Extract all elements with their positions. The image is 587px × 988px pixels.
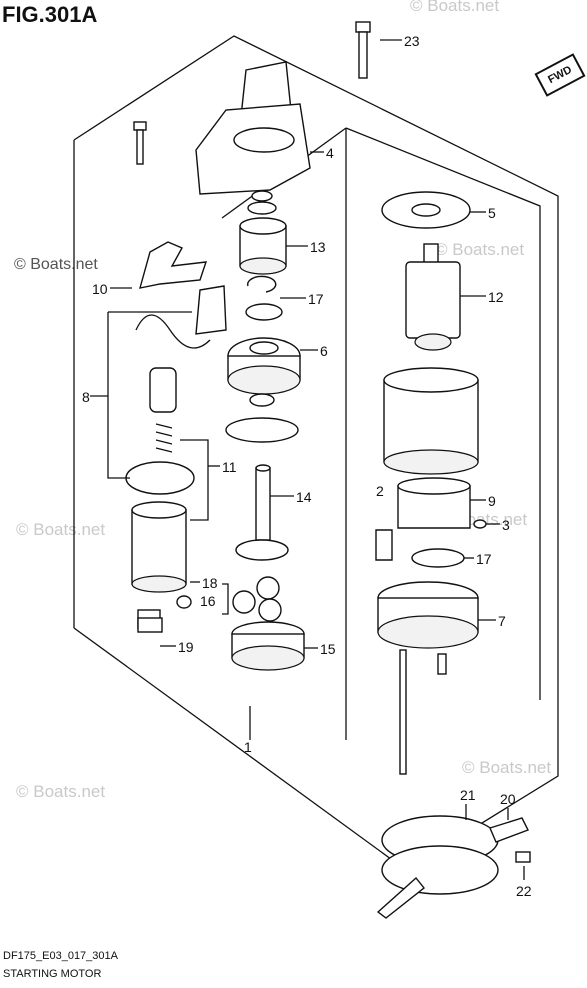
through-bolt	[399, 649, 407, 775]
callout-15: 15	[320, 641, 336, 657]
bolt-housing	[133, 121, 147, 165]
bolt-part-23	[355, 21, 371, 79]
housing-part-4	[195, 61, 311, 195]
watermark-bottom-right: © Boats.net	[462, 758, 552, 777]
callout-22: 22	[516, 883, 532, 899]
snap-ring-part-17	[247, 275, 277, 293]
callout-18: 18	[202, 575, 218, 591]
callout-17-top: 17	[308, 291, 324, 307]
callout-11: 11	[222, 459, 237, 475]
callout-17-bottom: 17	[476, 551, 492, 567]
end-cover-part-7	[377, 581, 479, 649]
watermark-left: © Boats.net	[14, 256, 98, 273]
watermark-bottom-left: © Boats.net	[16, 782, 106, 801]
callout-12: 12	[488, 289, 504, 305]
bolt-part-22	[515, 851, 531, 863]
callout-14: 14	[296, 489, 312, 505]
callout-2: 2	[376, 483, 384, 499]
band-part-21	[381, 815, 499, 895]
planet-gears-part-16	[232, 576, 282, 622]
armature-part-12	[405, 243, 461, 351]
callout-8: 8	[82, 389, 90, 405]
callout-19: 19	[178, 639, 194, 655]
callout-21: 21	[460, 787, 476, 803]
callout-1: 1	[244, 739, 252, 755]
brush-part-2	[375, 529, 393, 561]
outer-frame	[73, 35, 559, 871]
shaft-part-14	[235, 464, 289, 561]
callout-20: 20	[500, 791, 516, 807]
gear-housing-part-6	[227, 337, 301, 395]
figure-caption: STARTING MOTOR	[3, 968, 102, 980]
solenoid-kit-part-8	[125, 285, 227, 629]
watermark-top: © Boats.net	[410, 0, 500, 15]
callout-13: 13	[310, 239, 326, 255]
terminal-part-18	[176, 595, 192, 609]
brush-holder-part-9	[397, 477, 471, 529]
callout-7: 7	[498, 613, 506, 629]
callout-10: 10	[92, 281, 108, 297]
callout-9: 9	[488, 493, 496, 509]
shift-lever-part-10	[139, 241, 208, 289]
callout-5: 5	[488, 205, 496, 221]
internal-gear-part-15	[231, 621, 305, 671]
watermark-right: © Boats.net	[435, 240, 525, 259]
screw-part-3	[473, 519, 487, 529]
figure-code: DF175_E03_017_301A	[3, 950, 118, 962]
callout-4: 4	[326, 145, 334, 161]
callout-23: 23	[404, 33, 420, 49]
callout-6: 6	[320, 343, 328, 359]
yoke-assembly	[383, 367, 479, 475]
clip-part-19	[137, 617, 163, 633]
figure-title: FIG.301A	[2, 2, 98, 27]
bracket-part-20	[489, 817, 529, 843]
watermark-mid-left: © Boats.net	[16, 520, 106, 539]
callout-16: 16	[200, 593, 216, 609]
washer-part-17b	[411, 548, 465, 568]
bracket-strap	[376, 876, 425, 919]
callout-3: 3	[502, 517, 510, 533]
pinion-part-13	[239, 190, 287, 275]
